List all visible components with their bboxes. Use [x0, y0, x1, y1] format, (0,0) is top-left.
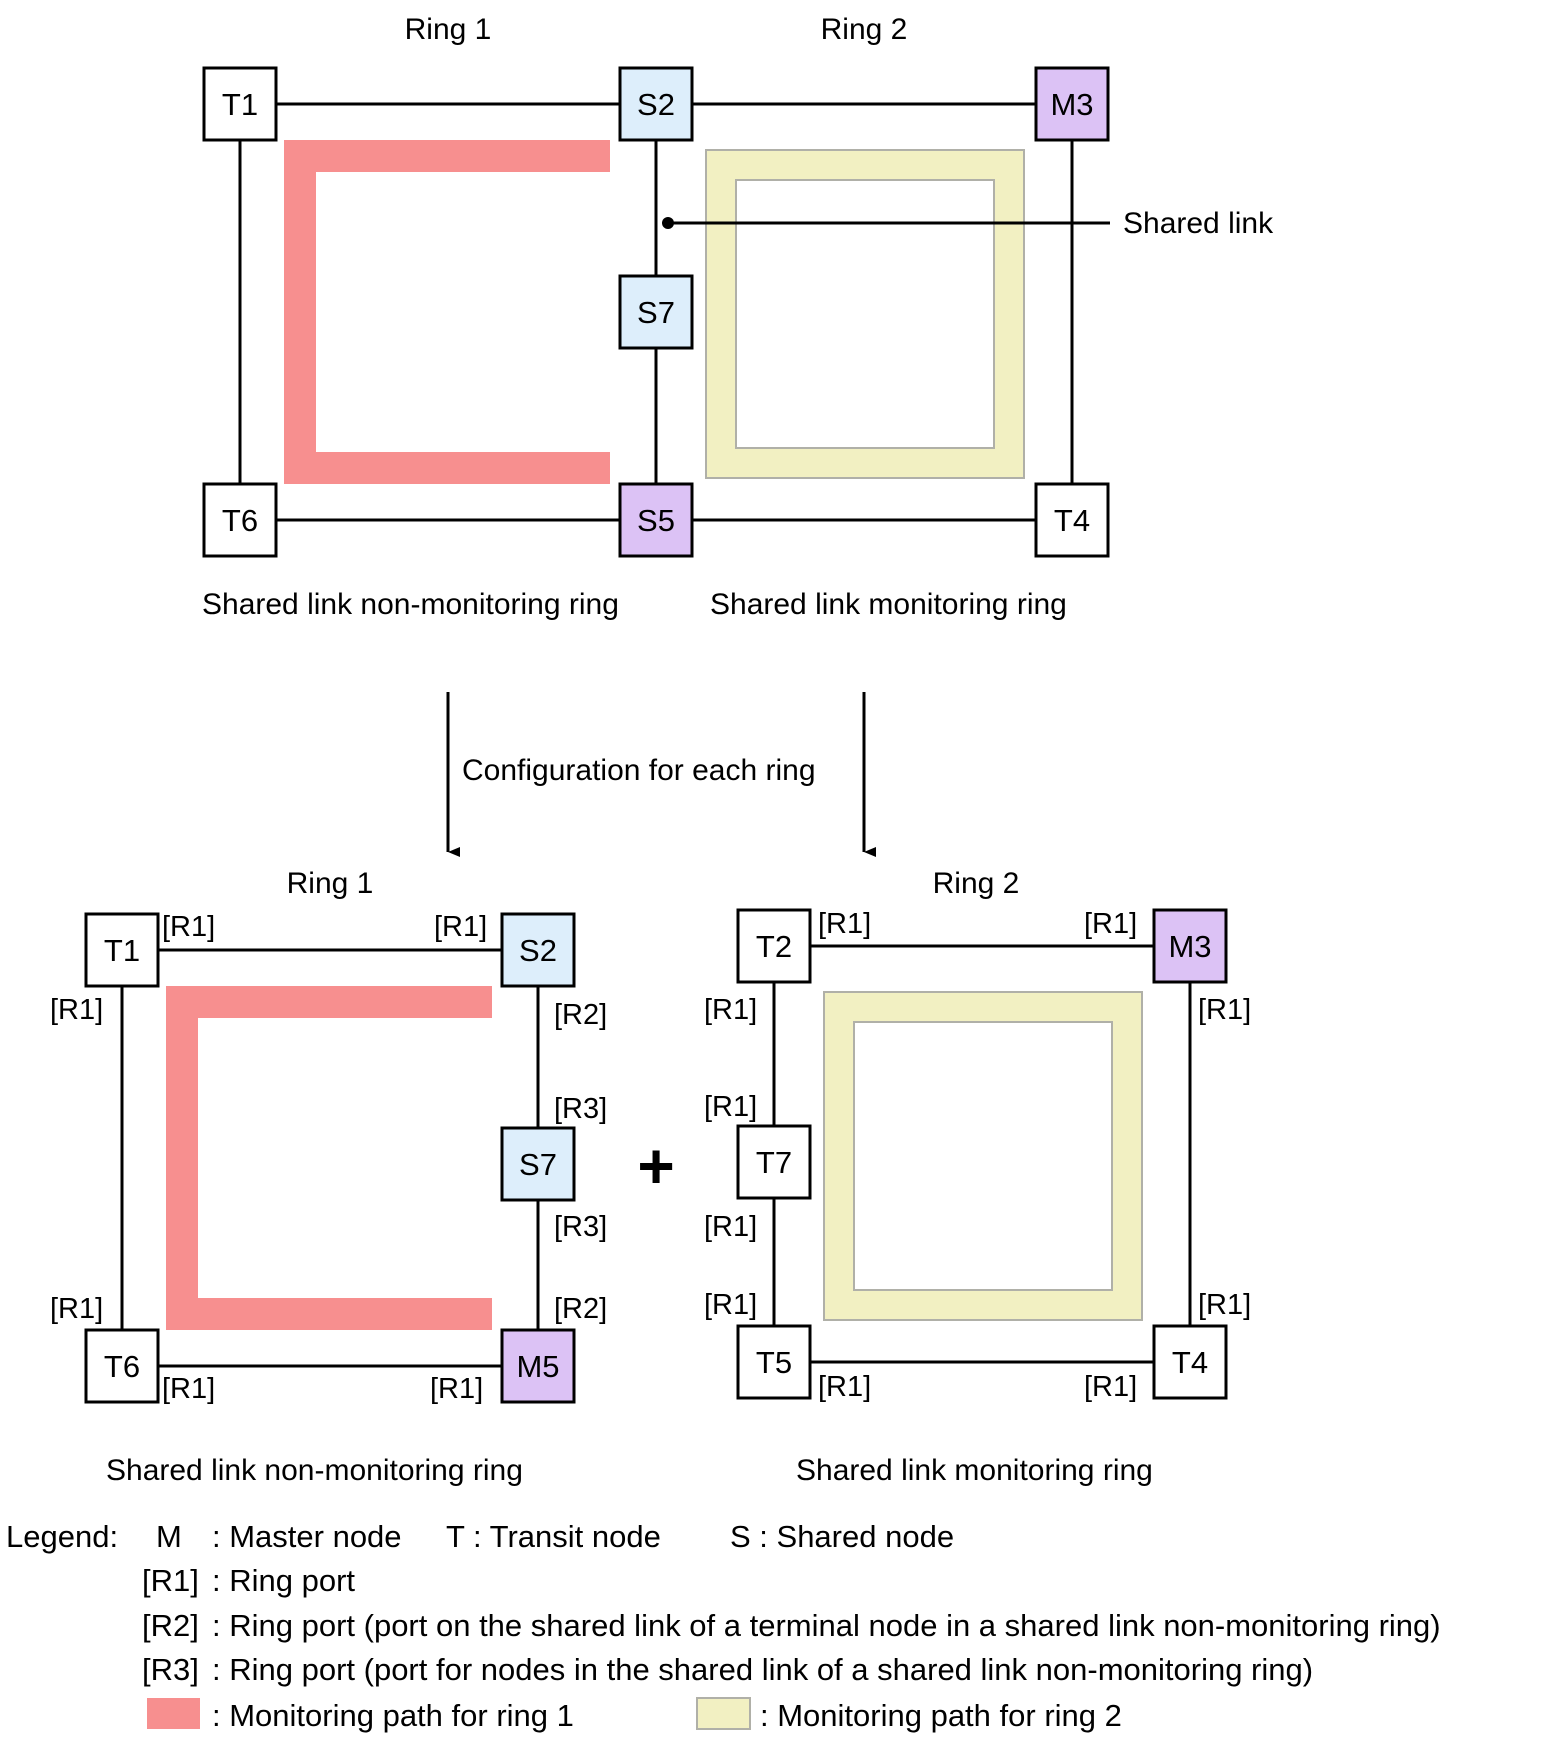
- legend-path2-desc: : Monitoring path for ring 2: [760, 1698, 1122, 1733]
- svg-text:T7: T7: [756, 1145, 792, 1180]
- top-ring2-label: Ring 2: [821, 13, 908, 46]
- svg-text:T1: T1: [222, 87, 258, 122]
- port-label-r2: [R2]: [554, 1293, 607, 1325]
- top-monitoring-caption: Shared link monitoring ring: [710, 588, 1067, 621]
- legend-m-key: M: [156, 1519, 182, 1554]
- legend: Legend: M : Master node T : Transit node…: [6, 1519, 1441, 1733]
- legend-r1-desc: : Ring port: [212, 1563, 355, 1598]
- port-label-r1: [R1]: [818, 908, 871, 940]
- legend-r1-key: [R1]: [142, 1563, 199, 1598]
- top-ring1-monitoring-path: [284, 140, 610, 484]
- bottom-ring1-node-t6: T6: [84, 1328, 160, 1404]
- legend-t-desc: T : Transit node: [446, 1519, 661, 1554]
- port-label-r1: [R1]: [704, 994, 757, 1026]
- top-node-s7: S7: [618, 274, 694, 350]
- svg-text:S2: S2: [519, 933, 557, 968]
- svg-text:T6: T6: [222, 503, 258, 538]
- svg-text:S7: S7: [519, 1147, 557, 1182]
- bottom-ring1-node-s7: S7: [500, 1126, 576, 1202]
- svg-text:S5: S5: [637, 503, 675, 538]
- top-non-monitoring-caption: Shared link non-monitoring ring: [202, 588, 619, 621]
- bottom-ring2-node-m3: M3: [1152, 908, 1228, 984]
- port-label-r1: [R1]: [704, 1211, 757, 1243]
- legend-prefix: Legend:: [6, 1519, 118, 1554]
- port-label-r2: [R2]: [554, 999, 607, 1031]
- legend-m-desc: : Master node: [212, 1519, 402, 1554]
- legend-ring2-path-swatch: [696, 1697, 751, 1730]
- bottom-ring2-node-t2: T2: [736, 908, 812, 984]
- port-label-r1: [R1]: [818, 1371, 871, 1403]
- port-label-r1: [R1]: [1198, 994, 1251, 1026]
- svg-text:T2: T2: [756, 929, 792, 964]
- svg-text:T5: T5: [756, 1345, 792, 1380]
- port-label-r1: [R1]: [704, 1289, 757, 1321]
- svg-text:T4: T4: [1172, 1345, 1208, 1380]
- top-node-t6: T6: [202, 482, 278, 558]
- bottom-ring2-monitoring-path: [823, 991, 1143, 1321]
- port-label-r1: [R1]: [704, 1091, 757, 1123]
- svg-text:T4: T4: [1054, 503, 1090, 538]
- svg-text:M3: M3: [1050, 87, 1093, 122]
- bottom-ring1-port-labels: [R1] [R1] [R1] [R2] [R3] [R3] [R1] [R2] …: [50, 911, 607, 1405]
- svg-text:M3: M3: [1168, 929, 1211, 964]
- shared-link-label: Shared link: [1123, 207, 1274, 240]
- legend-ring1-path-swatch: [147, 1698, 200, 1729]
- legend-r2-desc: : Ring port (port on the shared link of …: [212, 1608, 1441, 1643]
- bottom-ring1-diagram: Ring 1 T1 S2 S7 T6 M5: [50, 867, 607, 1487]
- bottom-ring1-monitoring-path: [166, 986, 492, 1330]
- port-label-r1: [R1]: [434, 911, 487, 943]
- port-label-r1: [R1]: [1084, 1371, 1137, 1403]
- top-ring2-monitoring-path: [705, 149, 1025, 479]
- top-node-s5: S5: [618, 482, 694, 558]
- svg-text:S2: S2: [637, 87, 675, 122]
- port-label-r1: [R1]: [1084, 908, 1137, 940]
- top-node-m3: M3: [1034, 66, 1110, 142]
- legend-r2-key: [R2]: [142, 1608, 199, 1643]
- plus-sign: +: [637, 1130, 674, 1202]
- svg-text:T6: T6: [104, 1349, 140, 1384]
- legend-r3-key: [R3]: [142, 1652, 199, 1687]
- svg-text:M5: M5: [516, 1349, 559, 1384]
- configuration-label: Configuration for each ring: [462, 754, 816, 787]
- bottom-ring1-node-s2: S2: [500, 912, 576, 988]
- bottom-ring2-node-t7: T7: [736, 1124, 812, 1200]
- bottom-monitoring-caption: Shared link monitoring ring: [796, 1454, 1153, 1487]
- top-node-s2: S2: [618, 66, 694, 142]
- bottom-ring2-node-t4: T4: [1152, 1324, 1228, 1400]
- port-label-r1: [R1]: [1198, 1289, 1251, 1321]
- bottom-ring2-port-labels: [R1] [R1] [R1] [R1] [R1] [R1] [R1] [R1] …: [704, 908, 1251, 1403]
- legend-r3-desc: : Ring port (port for nodes in the share…: [212, 1652, 1313, 1687]
- bottom-ring1-label: Ring 1: [287, 867, 374, 900]
- bottom-ring1-node-m5: M5: [500, 1328, 576, 1404]
- bottom-ring2-node-t5: T5: [736, 1324, 812, 1400]
- port-label-r1: [R1]: [50, 994, 103, 1026]
- top-links: [238, 102, 1074, 522]
- bottom-ring1-links: [120, 948, 540, 1368]
- shared-link-pointer-dot: [662, 217, 674, 229]
- bottom-ring1-node-t1: T1: [84, 912, 160, 988]
- port-label-r1: [R1]: [162, 1373, 215, 1405]
- top-diagram: Ring 1 Ring 2 Shared link T1 S2: [202, 13, 1274, 621]
- bottom-ring2-diagram: Ring 2 T2 M3 T7 T5 T4: [704, 867, 1251, 1487]
- svg-text:S7: S7: [637, 295, 675, 330]
- top-node-t1: T1: [202, 66, 278, 142]
- port-label-r1: [R1]: [430, 1373, 483, 1405]
- port-label-r3: [R3]: [554, 1211, 607, 1243]
- bottom-ring2-label: Ring 2: [933, 867, 1020, 900]
- configuration-arrows: Configuration for each ring: [446, 692, 876, 857]
- port-label-r1: [R1]: [50, 1293, 103, 1325]
- svg-text:T1: T1: [104, 933, 140, 968]
- port-label-r1: [R1]: [162, 911, 215, 943]
- legend-path1-desc: : Monitoring path for ring 1: [212, 1698, 574, 1733]
- top-ring1-label: Ring 1: [405, 13, 492, 46]
- top-node-t4: T4: [1034, 482, 1110, 558]
- bottom-ring2-links: [772, 944, 1192, 1364]
- port-label-r3: [R3]: [554, 1093, 607, 1125]
- legend-s-desc: S : Shared node: [730, 1519, 954, 1554]
- bottom-non-monitoring-caption: Shared link non-monitoring ring: [106, 1454, 523, 1487]
